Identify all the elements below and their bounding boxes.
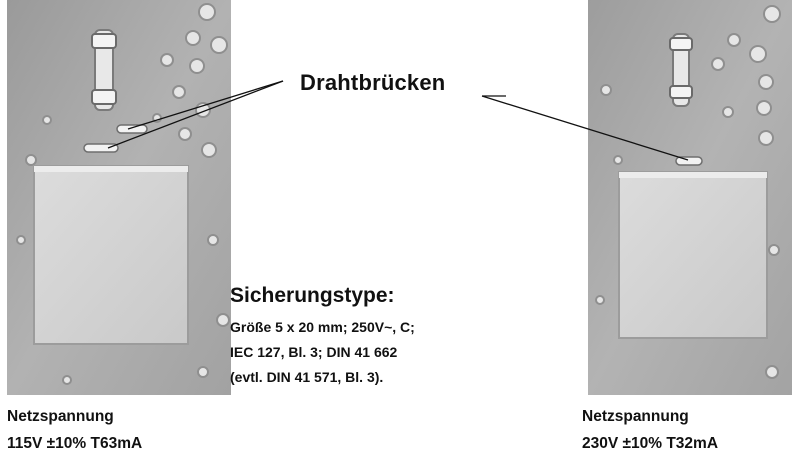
board-photo-115v — [7, 0, 231, 395]
caption-rating: 115V ±10% T63mA — [7, 435, 143, 452]
board-photo-230v-drawing — [588, 0, 792, 395]
board-photo-230v — [588, 0, 792, 395]
wire-jumpers — [675, 156, 703, 166]
fuse-holder — [91, 29, 117, 111]
fuse-spec-line: (evtl. DIN 41 571, Bl. 3). — [230, 369, 384, 385]
fuse-spec-heading: Sicherungstype: — [230, 284, 395, 307]
fuse-holder — [669, 33, 693, 107]
caption-title: Netzspannung — [7, 408, 114, 425]
transformer — [33, 165, 189, 345]
board-photo-115v-drawing — [7, 0, 231, 395]
caption-rating: 230V ±10% T32mA — [582, 435, 719, 452]
caption-title: Netzspannung — [582, 408, 689, 425]
transformer — [618, 171, 768, 339]
caption-230v: Netzspannung 230V ±10% T32mA — [582, 403, 718, 457]
fuse-spec-line: IEC 127, Bl. 3; DIN 41 662 — [230, 344, 398, 360]
fuse-spec-line: Größe 5 x 20 mm; 250V~, C; — [230, 319, 415, 335]
fuse-type-spec: Sicherungstype: Größe 5 x 20 mm; 250V~, … — [230, 284, 570, 390]
caption-115v: Netzspannung 115V ±10% T63mA — [7, 403, 142, 457]
wire-jumper-callout-label: Drahtbrücken — [300, 70, 446, 95]
